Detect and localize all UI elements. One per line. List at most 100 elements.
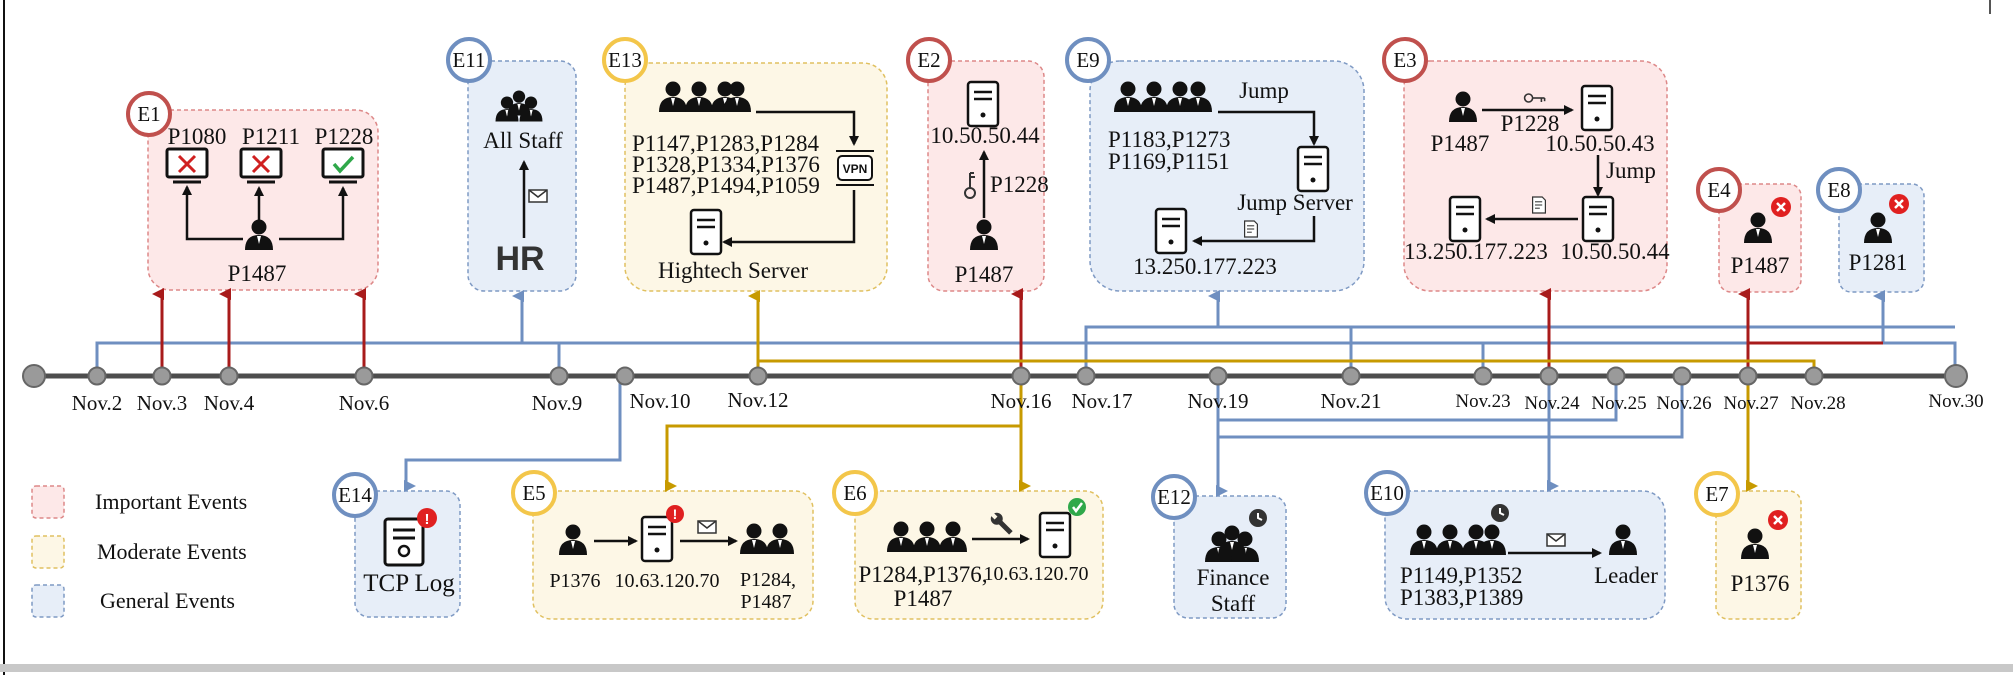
badge-e14: E14: [332, 472, 378, 518]
clock-icon: [1249, 509, 1267, 527]
clock-icon: [1491, 504, 1509, 522]
timeline-node: [152, 366, 172, 386]
badge-e3: E3: [1382, 37, 1428, 83]
badge-label: E2: [917, 48, 940, 72]
badge-e1: E1: [126, 91, 172, 137]
event-e4: P1487: [1718, 183, 1802, 293]
badge-label: E13: [608, 48, 642, 72]
e1-mid-label: P1211: [242, 124, 300, 149]
badge-e7: E7: [1694, 471, 1740, 517]
server-icon: [1038, 511, 1072, 559]
event-e11: All Staff HR: [467, 60, 577, 292]
timeline-date-label: Nov.9: [532, 391, 583, 415]
e5-user: P1376: [549, 570, 600, 592]
timeline: Nov.2 Nov.3 Nov.4 Nov.6 Nov.9 Nov.10 Nov.12 Nov…: [22, 364, 1984, 415]
monitor-icon: [239, 147, 283, 184]
event-e3: P1487 P1228 10.50.50.43 Jump 13.250.177.…: [1403, 60, 1670, 292]
e9-users-line2: P1169,P1151: [1108, 149, 1230, 174]
badge-label: E3: [1393, 48, 1416, 72]
event-e8: P1281: [1838, 183, 1925, 293]
timeline-date-label: Nov.4: [204, 391, 255, 415]
timeline-node: [1473, 366, 1493, 386]
e5-to-line2: P1487: [740, 591, 791, 613]
timeline-date-label: Nov.12: [727, 388, 788, 412]
server-icon: [1581, 195, 1615, 243]
legend-swatch-general: [31, 584, 65, 618]
event-e9: Jump P1183,P1273 P1169,P1151 Jump Server…: [1089, 60, 1365, 292]
e4-user: P1487: [1731, 253, 1790, 278]
event-e10: P1149,P1352 P1383,P1389 Leader: [1384, 490, 1666, 620]
timeline-date-label: Nov.3: [137, 391, 188, 415]
connector-lines: [95, 288, 1957, 497]
legend-swatch-important: [31, 485, 65, 519]
badge-e12: E12: [1151, 474, 1197, 520]
timeline-date-label: Nov.30: [1928, 391, 1983, 412]
event-e1: P1080 P1211 P1228 P1487: [147, 109, 379, 291]
envelope-icon: [697, 520, 717, 534]
document-icon: [1243, 220, 1259, 238]
svg-text:!: !: [425, 511, 430, 528]
timeline-date-label: Nov.25: [1591, 393, 1646, 414]
alert-icon: !: [666, 505, 684, 523]
timeline-nodes: [22, 364, 1968, 388]
timeline-date-label: Nov.6: [339, 391, 390, 415]
badge-label: E1: [137, 102, 160, 126]
timeline-date-label: Nov.19: [1187, 389, 1248, 413]
e9-jump-server: Jump Server: [1237, 190, 1353, 215]
badge-e6: E6: [832, 470, 878, 516]
badge-label: E14: [338, 483, 372, 507]
timeline-date-label: Nov.23: [1455, 391, 1510, 412]
legend-swatch-moderate: [31, 535, 65, 569]
wrench-icon: [990, 512, 1013, 535]
badge-label: E8: [1827, 178, 1850, 202]
badge-e10: E10: [1364, 470, 1410, 516]
timeline-node: [22, 364, 46, 388]
timeline-node: [1341, 366, 1361, 386]
e11-group: All Staff: [483, 128, 563, 153]
e9-users-line1: P1183,P1273: [1108, 127, 1230, 152]
badge-e9: E9: [1065, 37, 1111, 83]
timeline-node: [1539, 366, 1559, 386]
badge-e4: E4: [1696, 167, 1742, 213]
timeline-date-label: Nov.2: [72, 391, 123, 415]
event-e12: Finance Staff: [1173, 495, 1287, 619]
badge-label: E7: [1705, 482, 1728, 506]
e3-user: P1487: [1431, 131, 1490, 156]
badge-label: E9: [1076, 48, 1099, 72]
event-e13: P1147,P1283,P1284 P1328,P1334,P1376 P148…: [624, 62, 888, 292]
e3-ip2: 13.250.177.223: [1404, 239, 1548, 264]
timeline-labels: Nov.2 Nov.3 Nov.4 Nov.6 Nov.9 Nov.10 Nov.12 Nov…: [72, 388, 1984, 415]
timeline-node: [748, 366, 768, 386]
timeline-node: [549, 366, 569, 386]
e12-line2: Staff: [1211, 591, 1256, 616]
legend-important: Important Events: [95, 489, 247, 514]
badge-e2: E2: [906, 37, 952, 83]
server-icon: [966, 80, 1000, 128]
badge-e13: E13: [602, 37, 648, 83]
e3-key-user: P1228: [1501, 111, 1560, 136]
badge-label: E4: [1707, 178, 1731, 202]
timeline-node: [1011, 366, 1031, 386]
e5-to-line1: P1284,: [740, 569, 796, 591]
e13-users-line2: P1328,P1334,P1376: [632, 152, 820, 177]
badge-e5: E5: [511, 470, 557, 516]
e6-users-line1: P1284,P1376,: [858, 562, 987, 587]
server-icon: [1448, 195, 1482, 243]
e3-ip3: 10.50.50.44: [1560, 239, 1670, 264]
envelope-icon: [1546, 533, 1566, 547]
event-e6: P1284,P1376, P1487 10.63.120.70: [854, 490, 1104, 620]
alert-icon: !: [417, 508, 437, 528]
e13-users-line3: P1487,P1494,P1059: [632, 173, 820, 198]
e13-server: Hightech Server: [658, 258, 808, 283]
timeline-date-label: Nov.10: [629, 389, 690, 413]
timeline-date-label: Nov.27: [1723, 393, 1778, 414]
e5-ip: 10.63.120.70: [615, 570, 720, 592]
error-icon: [1768, 510, 1788, 530]
badge-e11: E11: [446, 37, 492, 83]
event-e7: P1376: [1715, 490, 1802, 620]
timeline-date-label: Nov.16: [990, 389, 1051, 413]
e12-line1: Finance: [1197, 565, 1270, 590]
timeline-date-label: Nov.24: [1524, 393, 1580, 414]
e14-label: TCP Log: [363, 570, 455, 597]
